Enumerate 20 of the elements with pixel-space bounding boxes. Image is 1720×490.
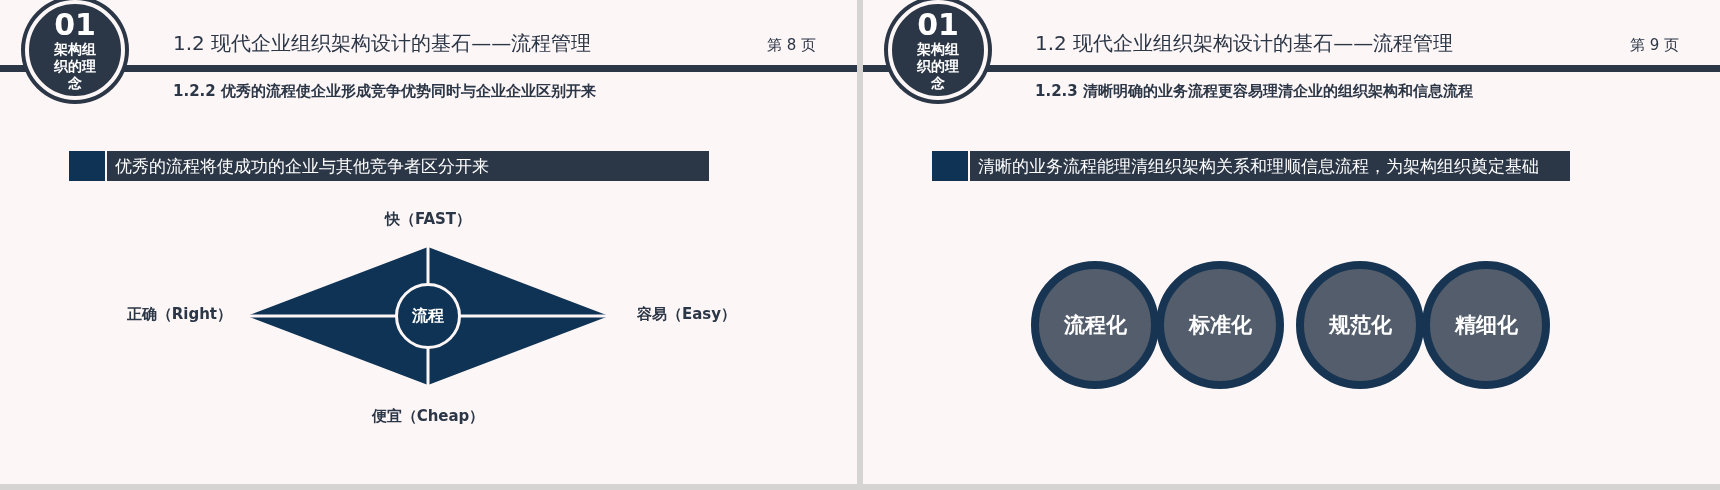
section-number: 01: [917, 8, 959, 41]
process-circle: 规范化: [1296, 261, 1424, 389]
page-number: 第 8 页: [767, 36, 817, 55]
section-title: 架构组织的理念: [53, 40, 97, 92]
section-title: 架构组织的理念: [916, 40, 960, 92]
heading-banner: 优秀的流程将使成功的企业与其他竞争者区分开来: [69, 151, 709, 181]
process-circle: 流程化: [1031, 261, 1159, 389]
section-heading: 1.2.3 清晰明确的业务流程更容易理清企业的组织架构和信息流程: [1035, 82, 1473, 101]
section-heading: 1.2.2 优秀的流程使企业形成竞争优势同时与企业企业区别开来: [173, 82, 596, 101]
section-number: 01: [54, 8, 96, 41]
axis-label: 容易（Easy）: [637, 305, 737, 324]
page-title: 1.2 现代企业组织架构设计的基石——流程管理: [173, 30, 592, 57]
page-title: 1.2 现代企业组织架构设计的基石——流程管理: [1035, 30, 1454, 57]
axis-label: 正确（Right）: [126, 305, 232, 323]
process-circle: 精细化: [1422, 261, 1550, 389]
axis-label: 便宜（Cheap）: [371, 407, 485, 425]
page-number: 第 9 页: [1630, 36, 1680, 55]
axis-label: 快（FAST）: [384, 210, 472, 228]
heading-banner: 清晰的业务流程能理清组织架构关系和理顺信息流程，为架构组织奠定基础: [932, 151, 1570, 181]
process-circle: 标准化: [1156, 261, 1284, 389]
